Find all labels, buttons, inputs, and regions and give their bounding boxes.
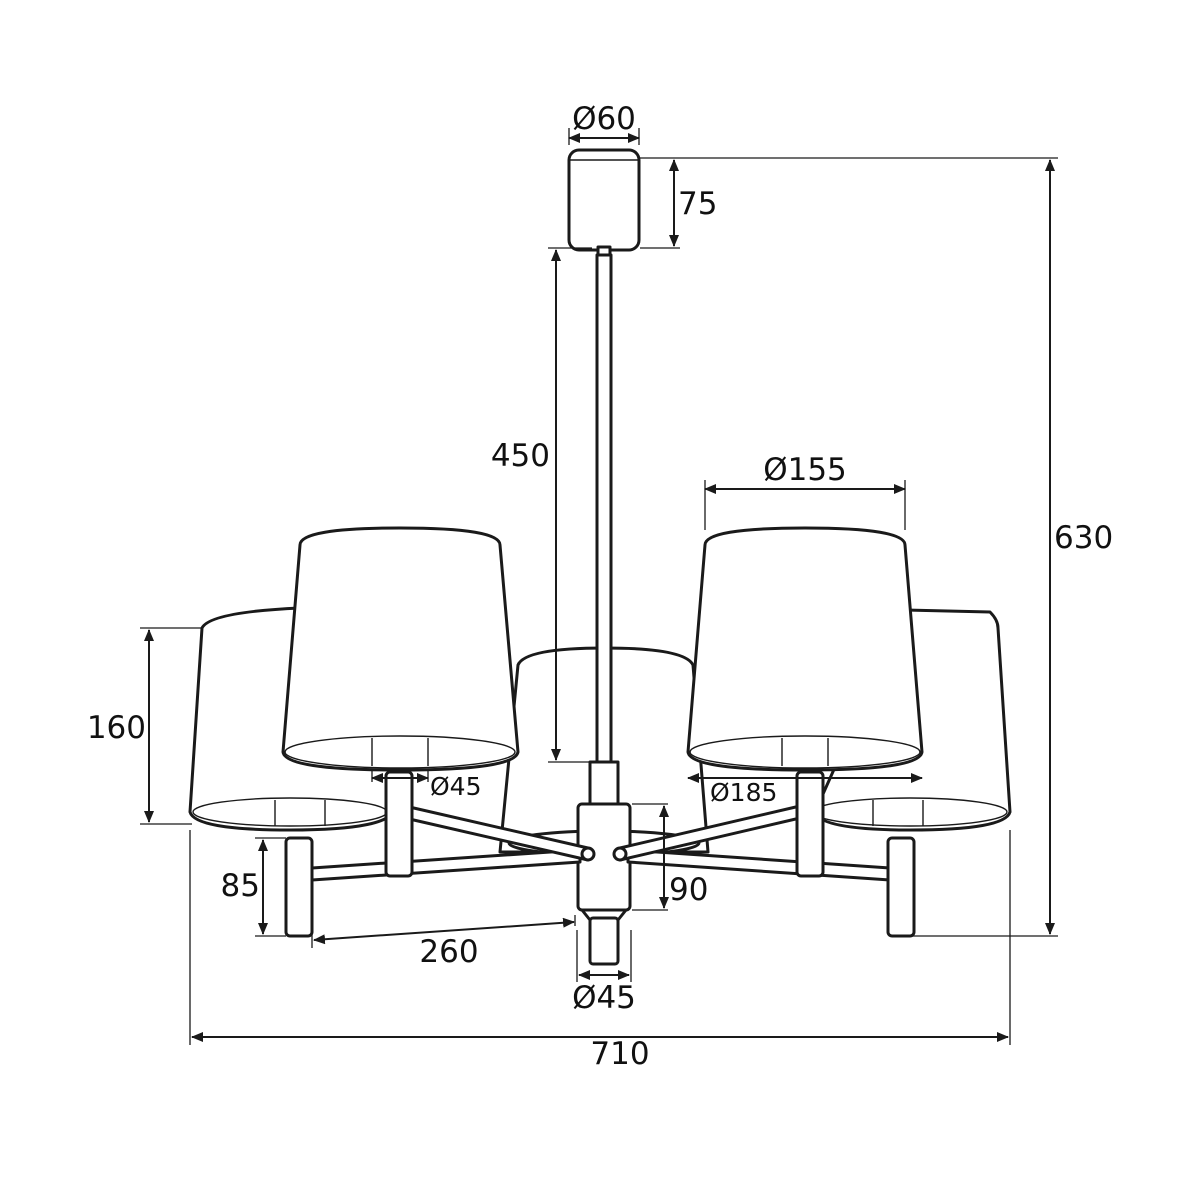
label-socket-diameter: Ø45 (430, 772, 482, 801)
suspension-rod (595, 253, 613, 767)
sockets (284, 770, 916, 938)
label-total-width: 710 (590, 1036, 649, 1072)
ceiling-canopy (567, 148, 641, 257)
label-total-height: 630 (1054, 520, 1113, 556)
label-canopy-height: 75 (678, 186, 717, 222)
dim-line-arm-length (313, 917, 575, 945)
dimension-lines (144, 133, 1055, 1042)
left-inner-shade (281, 526, 520, 772)
label-canopy-diameter: Ø60 (572, 101, 636, 137)
dimension-labels: Ø60 75 450 630 Ø155 Ø185 160 Ø45 85 260 … (87, 101, 1113, 1072)
right-inner-shade (686, 526, 924, 772)
label-socket-drop: 85 (221, 868, 260, 904)
label-arm-length: 260 (419, 934, 478, 970)
label-rod-length: 450 (491, 438, 550, 474)
label-hub-height: 90 (669, 872, 708, 908)
label-shade-top-diameter: Ø155 (763, 452, 847, 488)
label-hub-diameter: Ø45 (572, 980, 636, 1016)
label-shade-height: 160 (87, 710, 146, 746)
extension-lines (140, 128, 1058, 1045)
label-shade-bottom-diameter: Ø185 (710, 778, 777, 807)
chandelier-illustration (188, 148, 1012, 966)
